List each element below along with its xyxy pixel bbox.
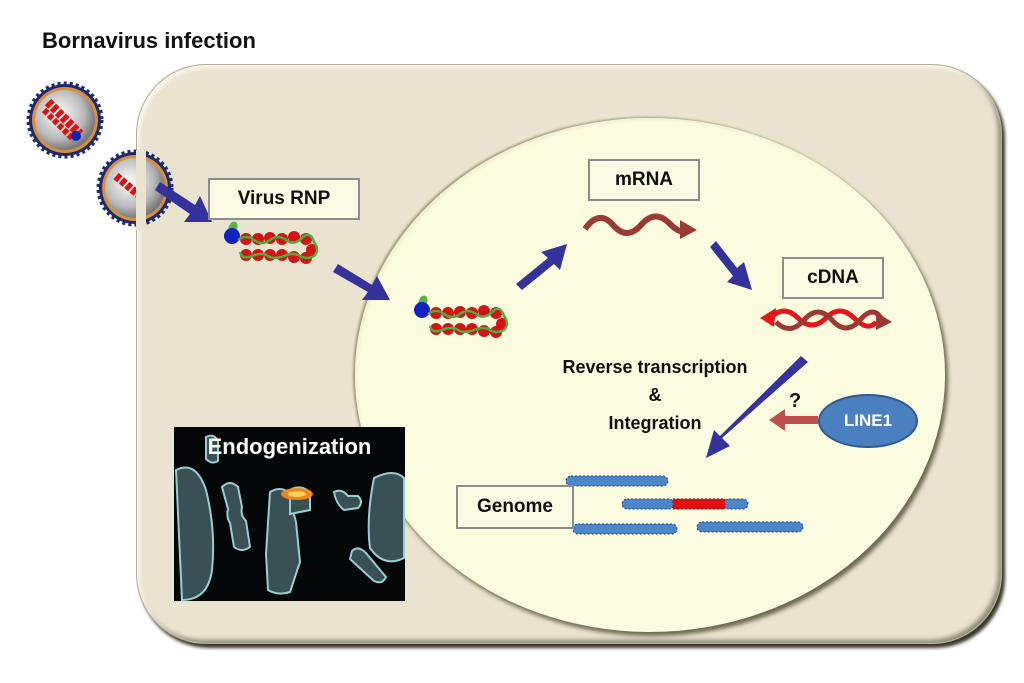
line1-element: LINE1 [818, 394, 918, 448]
arrow-to-nucleus-icon [333, 264, 390, 300]
genome-text: Genome [476, 496, 554, 517]
cdna-text: cDNA [807, 267, 859, 288]
arrow-integration-icon [706, 356, 808, 458]
nuclear-rnp-icon [414, 295, 509, 338]
mrna-label: mRNA [588, 159, 700, 201]
genome-label: Genome [456, 485, 574, 529]
figure-title: Bornavirus infection [42, 28, 256, 53]
viral-insert-icon [672, 498, 726, 510]
virion-particle [26, 81, 104, 159]
genome-dna-icon [565, 475, 804, 535]
virus-rnp-icon [224, 221, 319, 264]
virion-particle [96, 149, 174, 227]
cdna-strand-icon [760, 308, 892, 331]
virus-rnp-label: Virus RNP [208, 178, 360, 220]
endogenization-title: Endogenization [207, 434, 372, 459]
nucleus [355, 118, 945, 632]
arrow-entry-icon [155, 182, 212, 222]
process-line-1: Reverse transcription [562, 357, 748, 377]
line1-text: LINE1 [843, 411, 893, 430]
process-description: Reverse transcription & Integration [530, 353, 780, 437]
virus-rnp-text: Virus RNP [237, 188, 331, 209]
question-mark: ? [789, 390, 802, 412]
mrna-strand-icon [582, 213, 697, 239]
process-line-3: Integration [608, 413, 702, 433]
arrow-to-mrna-icon [516, 244, 567, 290]
process-line-2: & [648, 385, 662, 405]
rnp-helix [41, 98, 84, 143]
mrna-text: mRNA [614, 169, 674, 190]
chromosome-image [174, 427, 405, 602]
arrow-to-cdna-icon [710, 241, 752, 290]
arrows [155, 182, 808, 458]
cdna-label: cDNA [782, 257, 884, 299]
line1-arrow-icon [769, 409, 818, 431]
